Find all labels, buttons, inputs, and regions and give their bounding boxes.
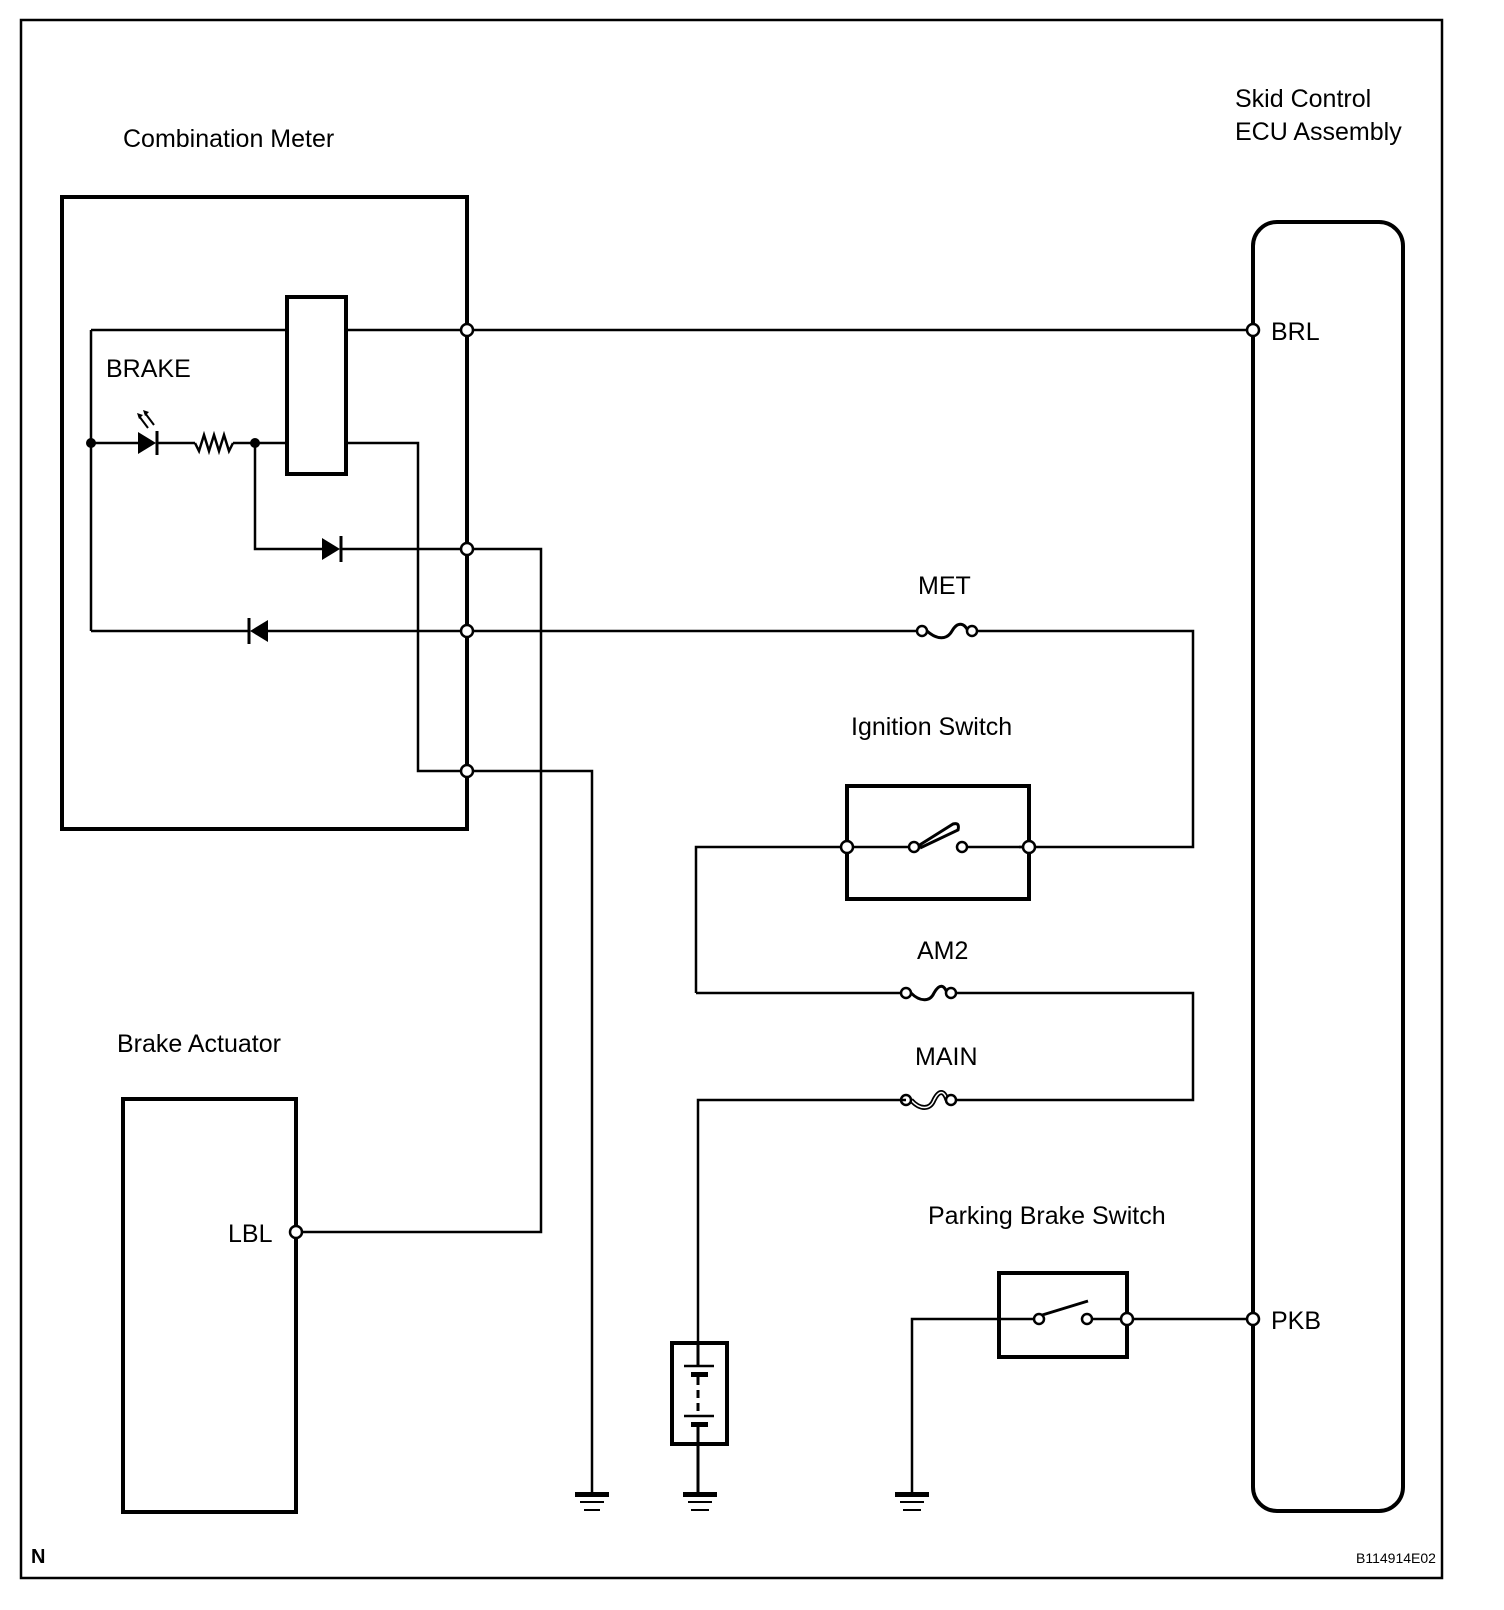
wire [696, 1098, 906, 1343]
ground-icon [683, 1492, 717, 1511]
junction-dot [86, 438, 96, 448]
diagram-frame [19, 18, 1444, 1580]
resistor-icon [193, 430, 235, 456]
switch-terminal [839, 839, 855, 855]
ecu-label-line1: Skid Control [1235, 85, 1371, 113]
terminal-pkb-label: PKB [1271, 1307, 1321, 1335]
ignition-switch-contact-icon [907, 822, 969, 854]
wire [253, 443, 322, 551]
ignition-switch-label: Ignition Switch [851, 713, 1012, 741]
terminal-pkb [1245, 1311, 1261, 1327]
fuse-main-icon [899, 1090, 958, 1110]
combination-meter-label: Combination Meter [123, 125, 334, 153]
fuse-met-icon [915, 622, 979, 640]
switch-terminal [1021, 839, 1037, 855]
brake-actuator-box [121, 1097, 298, 1514]
wire [694, 845, 847, 993]
diode-icon [322, 536, 343, 562]
diode-icon [247, 618, 268, 644]
terminal-lbl [288, 1224, 304, 1240]
brake-warning-led-icon [137, 410, 159, 455]
figure-id: B114914E02 [1356, 1550, 1436, 1566]
ecu-label-line2: ECU Assembly [1235, 118, 1402, 146]
meter-driver-block [285, 295, 348, 476]
fuse-am2-label: AM2 [917, 937, 968, 965]
battery-icon [670, 1341, 729, 1497]
terminal-brl [1245, 322, 1261, 338]
fuse-am2-icon [899, 984, 958, 1002]
corner-mark: N [31, 1546, 45, 1568]
parking-brake-switch-label: Parking Brake Switch [928, 1202, 1166, 1230]
switch-terminal [1119, 1311, 1135, 1327]
ignition-switch-box [845, 784, 1031, 901]
parking-brake-switch-box [997, 1271, 1129, 1359]
wire [977, 629, 1195, 849]
fuse-met-label: MET [918, 572, 971, 600]
connector-terminal [459, 541, 475, 557]
wire [346, 441, 467, 773]
wire [956, 991, 1195, 1102]
wire-lbl [296, 547, 543, 1234]
skid-control-ecu-box [1251, 220, 1405, 1513]
fuse-main-label: MAIN [915, 1043, 978, 1071]
terminal-brl-label: BRL [1271, 318, 1320, 346]
wire-ground [467, 769, 594, 1497]
connector-terminal [459, 322, 475, 338]
combination-meter-box [60, 195, 469, 831]
ground-icon [575, 1492, 609, 1511]
brake-actuator-label: Brake Actuator [117, 1030, 281, 1058]
connector-terminal [459, 763, 475, 779]
parking-brake-switch-contact-icon [1032, 1299, 1094, 1326]
terminal-lbl-label: LBL [228, 1220, 273, 1248]
connector-terminal [459, 623, 475, 639]
brake-indicator-label: BRAKE [106, 355, 191, 383]
wire [910, 1317, 1034, 1497]
